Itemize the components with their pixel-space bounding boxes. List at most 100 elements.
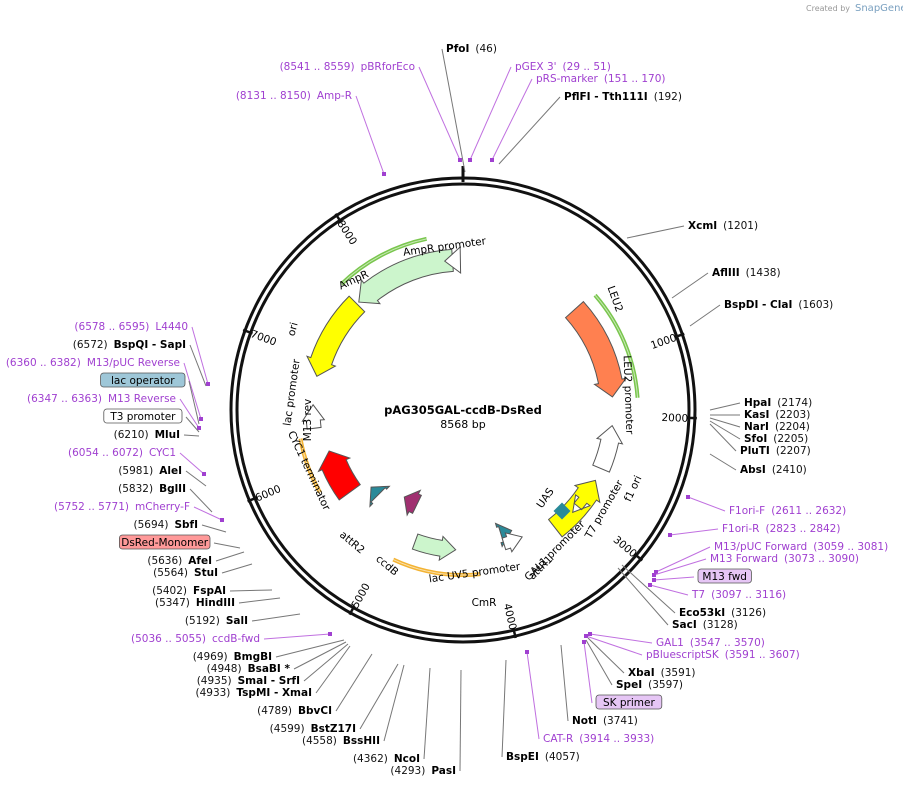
site-gal1[interactable]: GAL1(3547 .. 3570) [588,632,765,649]
site-sali[interactable]: (5192)SalI [185,613,301,627]
site-hindiii[interactable]: (5347)HindIII [155,597,281,609]
feature-t7-promoter[interactable] [572,493,592,514]
site-lac-operator[interactable]: lac operator [100,372,200,425]
site-label: XcmI(1201) [688,220,758,232]
site-sfoi[interactable]: SfoI(2205) [709,420,808,445]
site-leader-line [185,470,207,487]
primer-mark [584,634,588,638]
site-bsshii[interactable]: (4558)BssHII [302,664,405,747]
site-leader-line [293,641,347,670]
site-mlui[interactable]: (6210)MluI [114,429,200,441]
site-position: (5347) [155,597,190,609]
site-label: (5636)AfeI [147,555,212,567]
primer-position: (3914 .. 3933) [579,733,654,745]
site-alei[interactable]: (5981)AleI [118,465,207,487]
site-bspei[interactable]: BspEI(4057) [501,659,580,763]
site-m13-forward[interactable]: M13 Forward(3073 .. 3090) [652,553,859,577]
feature-lac-promoter[interactable] [301,403,326,430]
site-cyc1[interactable]: (6054 .. 6072)CYC1 [68,447,206,476]
site-m13-puc-reverse[interactable]: (6360 .. 6382)M13/pUC Reverse [6,357,203,421]
site-label: (4362)NcoI [353,753,420,765]
site-hpai[interactable]: HpaI(2174) [709,397,812,411]
site-bsabi[interactable]: (4948)BsaBI * [207,641,347,675]
site-afliii[interactable]: AflIII(1438) [671,267,781,299]
feature-attr1[interactable] [494,522,513,548]
site-stui[interactable]: (5564)StuI [153,563,253,579]
site-leader-line [687,496,726,512]
feature-ori[interactable] [306,295,366,377]
site-sbfi[interactable]: (5694)SbfI [134,519,227,533]
site-tspmi-xmai[interactable]: (4933)TspMI - XmaI [195,645,351,699]
primer-mark [582,640,586,644]
site-bspqi-sapi[interactable]: (6572)BspQI - SapI [73,339,207,387]
site-l4440[interactable]: (6578 .. 6595)L4440 [74,321,210,386]
site-pfoi[interactable]: PfoI(46) [441,43,497,173]
site-leader-line [315,645,351,694]
site-position: (2204) [775,421,810,433]
site-prs-marker[interactable]: pRS-marker(151 .. 170) [490,73,666,162]
feature-ampr[interactable] [358,248,454,305]
feature-cyc1-terminator[interactable] [317,450,361,501]
site-bstz17i[interactable]: (4599)BstZ17I [270,663,399,735]
site-absi[interactable]: AbsI(2410) [709,453,807,476]
site-ccdb-fwd[interactable]: (5036 .. 5055)ccdB-fwd [131,632,332,645]
site-sk-primer[interactable]: SK primer [582,640,663,710]
site-leader-line [383,664,405,742]
primer-name: M13/pUC Forward [714,541,807,553]
site-f1ori-f[interactable]: F1ori-F(2611 .. 2632) [686,495,846,517]
site-leader-line [617,567,669,626]
enzyme-name: SpeI [616,679,642,691]
site-ncoi[interactable]: (4362)NcoI [353,667,431,765]
site-nari[interactable]: NarI(2204) [709,417,810,433]
primer-position: (8541 .. 8559) [280,61,355,73]
site-pasi[interactable]: (4293)PasI [390,669,462,777]
feature-attr2[interactable] [369,485,391,508]
site-cat-r[interactable]: CAT-R(3914 .. 3933) [525,650,654,745]
primer-name: T7 [691,589,705,601]
site-mcherry-f[interactable]: (5752 .. 5771)mCherry-F [54,501,224,522]
enzyme-name: AflIII [712,267,740,279]
site-t7[interactable]: T7(3097 .. 3116) [648,583,786,601]
site-bglii[interactable]: (5832)BglII [118,483,213,513]
site-leader-line [189,488,213,513]
site-pluti[interactable]: PluTI(2207) [709,423,811,457]
site-leader-line [626,225,685,239]
site-dsred-monomer[interactable]: DsRed-Monomer [119,534,241,550]
feature-cmr[interactable] [411,533,457,562]
site-m13-reverse[interactable]: (6347 .. 6363)M13 Reverse [27,393,201,430]
feature-uas[interactable] [553,502,571,520]
site-m13-puc-forward[interactable]: M13/pUC Forward(3059 .. 3081) [654,541,888,574]
feature-gal1-promoter[interactable] [501,532,523,553]
feature-leu2-promoter[interactable] [592,424,624,473]
site-xcmi[interactable]: XcmI(1201) [626,220,758,239]
site-bmgbi[interactable]: (4969)BmgBI [193,639,345,663]
site-bspdi-clai[interactable]: BspDI - ClaI(1603) [689,299,833,327]
feature-leu2[interactable] [564,300,628,398]
feature-label-attr2: attR2 [337,529,367,557]
site-f1ori-r[interactable]: F1ori-R(2823 .. 2842) [668,523,840,537]
site-eco53ki[interactable]: Eco53kI(3126) [621,564,766,619]
site-bbvci[interactable]: (4789)BbvCI [257,653,373,717]
tick-label: 6000 [254,483,283,504]
feature-ccdb[interactable] [403,489,423,517]
site-noti[interactable]: NotI(3741) [560,644,638,727]
site-afei[interactable]: (5636)AfeI [147,551,245,567]
site-spei[interactable]: SpeI(3597) [585,639,683,691]
site-saci[interactable]: SacI(3128) [617,567,738,631]
site-t3-promoter[interactable]: T3 promoter [103,408,200,433]
site-xbai[interactable]: XbaI(3591) [587,637,696,679]
site-pflfi-tth111i[interactable]: PflFI - Tth111I(192) [498,91,682,165]
site-pbrforeco[interactable]: (8541 .. 8559)pBRforEco [280,61,462,162]
site-kasi[interactable]: KasI(2203) [710,409,810,421]
site-pbluescriptsk[interactable]: pBluescriptSK(3591 .. 3607) [584,634,800,661]
site-fspai[interactable]: (5402)FspAI [152,585,273,597]
site-smai-srfi[interactable]: (4935)SmaI - SrfI [197,643,349,687]
site-pgex-3[interactable]: pGEX 3'(29 .. 51) [468,61,611,162]
site-amp-r[interactable]: (8131 .. 8150)Amp-R [236,90,386,176]
primer-label: pBluescriptSK(3591 .. 3607) [646,649,800,661]
site-m13-fwd[interactable]: M13 fwd [652,568,752,584]
primer-position: (5036 .. 5055) [131,633,206,645]
feature-ampr-promoter[interactable] [443,245,462,275]
site-position: (4789) [257,705,292,717]
